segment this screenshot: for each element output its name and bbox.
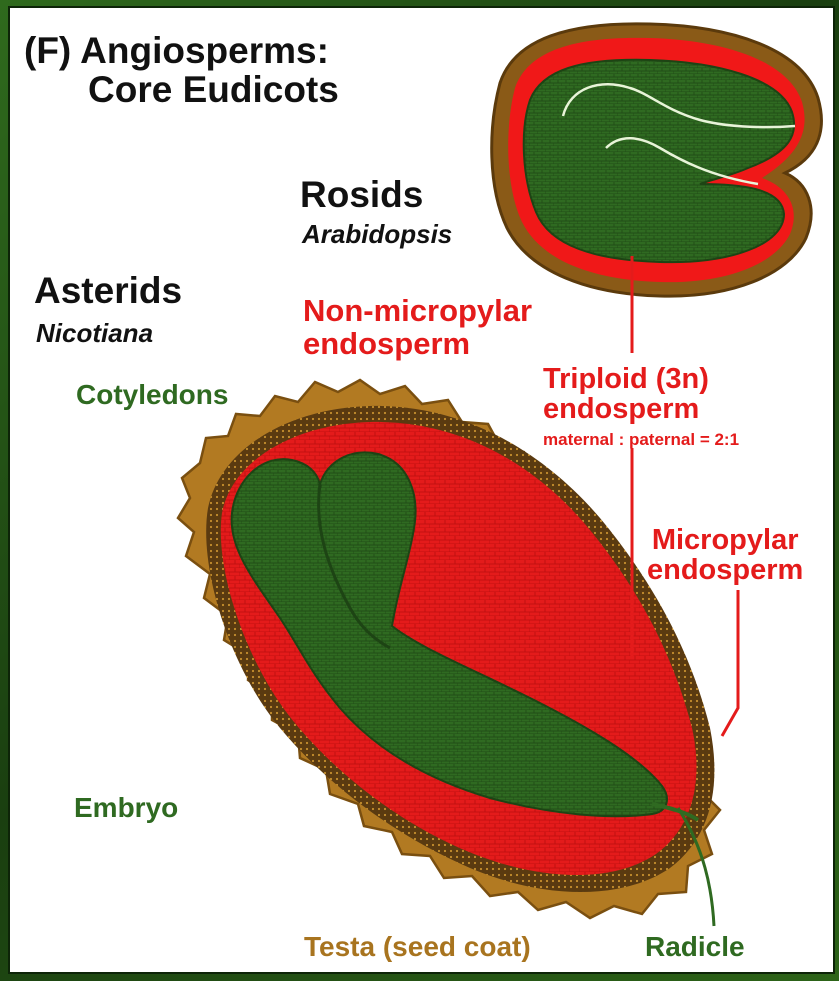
panel-title-line1: (F) Angiosperms: <box>24 32 339 71</box>
micropylar-endosperm-label: Micropylar endosperm <box>647 525 803 586</box>
nicotiana-label: Nicotiana <box>36 320 153 347</box>
embryo-label: Embryo <box>74 793 178 822</box>
arabidopsis-embryo <box>524 60 794 262</box>
micropylar-leader <box>722 590 738 736</box>
arabidopsis-label: Arabidopsis <box>302 221 452 248</box>
non-micropylar-line2: endosperm <box>303 328 532 361</box>
asterids-label: Asterids <box>34 272 182 311</box>
non-micropylar-line1: Non-micropylar <box>303 295 532 328</box>
triploid-ratio: maternal : paternal = 2:1 <box>543 431 739 449</box>
radicle-label: Radicle <box>645 932 745 961</box>
micropylar-line2: endosperm <box>647 555 803 585</box>
triploid-line1: Triploid (3n) <box>543 364 739 394</box>
figure-panel: (F) Angiosperms: Core Eudicots Rosids Ar… <box>8 6 835 974</box>
nicotiana-seed <box>178 380 720 918</box>
testa-label: Testa (seed coat) <box>304 932 531 961</box>
arabidopsis-seed <box>492 24 822 296</box>
triploid-endosperm-label: Triploid (3n) endosperm maternal : pater… <box>543 364 739 449</box>
micropylar-line1: Micropylar <box>647 525 803 555</box>
panel-title-line2: Core Eudicots <box>24 71 339 110</box>
panel-title: (F) Angiosperms: Core Eudicots <box>24 32 339 110</box>
non-micropylar-endosperm-label: Non-micropylar endosperm <box>303 295 532 360</box>
seed-illustration <box>10 8 835 974</box>
triploid-line2: endosperm <box>543 394 739 424</box>
cotyledons-label: Cotyledons <box>76 380 228 409</box>
rosids-label: Rosids <box>300 176 423 215</box>
